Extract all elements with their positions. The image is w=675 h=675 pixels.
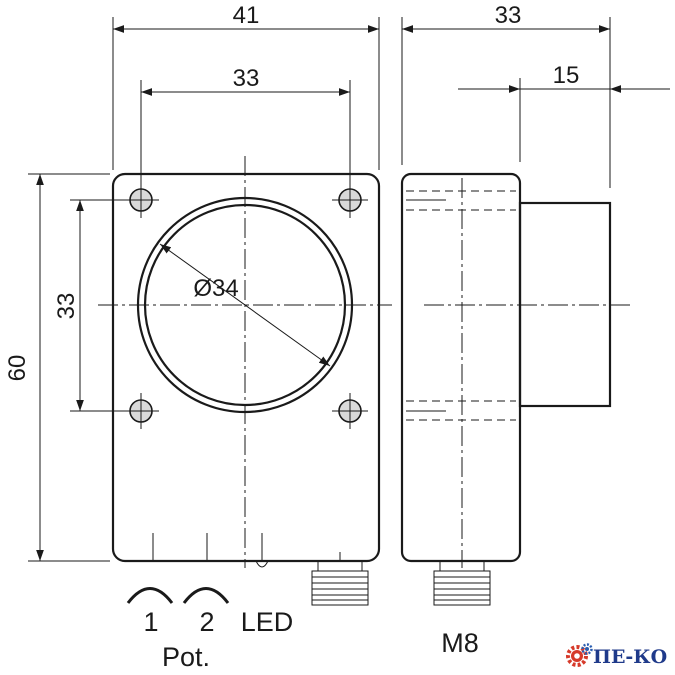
pot-label: Pot. — [162, 642, 210, 672]
side-view — [400, 172, 632, 606]
led-indicator — [255, 560, 269, 568]
dim-label-diameter: Ø34 — [193, 275, 238, 302]
dim-label-41: 41 — [233, 2, 260, 29]
front-view — [98, 156, 392, 606]
m8-connector-front — [311, 552, 369, 606]
pot-1-rotation-arc — [126, 587, 174, 604]
mounting-hole — [123, 393, 159, 429]
company-logo: ПЕ-КО — [566, 643, 667, 668]
dim-label-15: 15 — [553, 62, 580, 89]
front-housing — [111, 172, 381, 563]
connector-label: M8 — [441, 628, 479, 658]
m8-connector-side — [433, 560, 491, 606]
gear-icon — [566, 643, 593, 667]
dim-label-60: 60 — [4, 355, 31, 382]
dim-label-33-vertical: 33 — [53, 293, 80, 320]
dim-label-33-front: 33 — [233, 65, 260, 92]
dimension-lines — [28, 17, 670, 562]
pot-2-rotation-arc — [182, 587, 230, 604]
pot-2-label: 2 — [199, 607, 214, 637]
mounting-hole — [332, 393, 368, 429]
logo-text: ПЕ-КО — [593, 646, 667, 668]
dim-line-diameter — [159, 243, 331, 367]
dim-label-33-side: 33 — [495, 2, 522, 29]
side-housing — [400, 172, 522, 563]
pot-1-label: 1 — [143, 607, 158, 637]
led-label: LED — [241, 607, 294, 637]
mounting-hole — [332, 182, 368, 218]
